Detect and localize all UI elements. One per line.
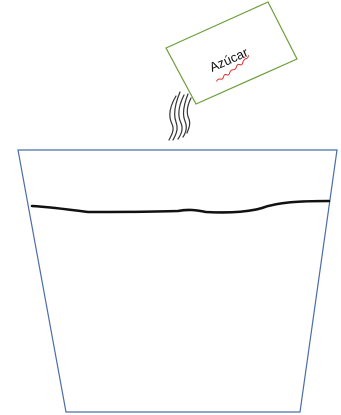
sugar-pour-stream bbox=[169, 92, 191, 140]
sugar-stream-line bbox=[187, 98, 191, 133]
sugar-packet: Azúcar bbox=[166, 2, 297, 104]
container-outline bbox=[18, 150, 337, 412]
sugar-stream-line bbox=[178, 95, 184, 139]
